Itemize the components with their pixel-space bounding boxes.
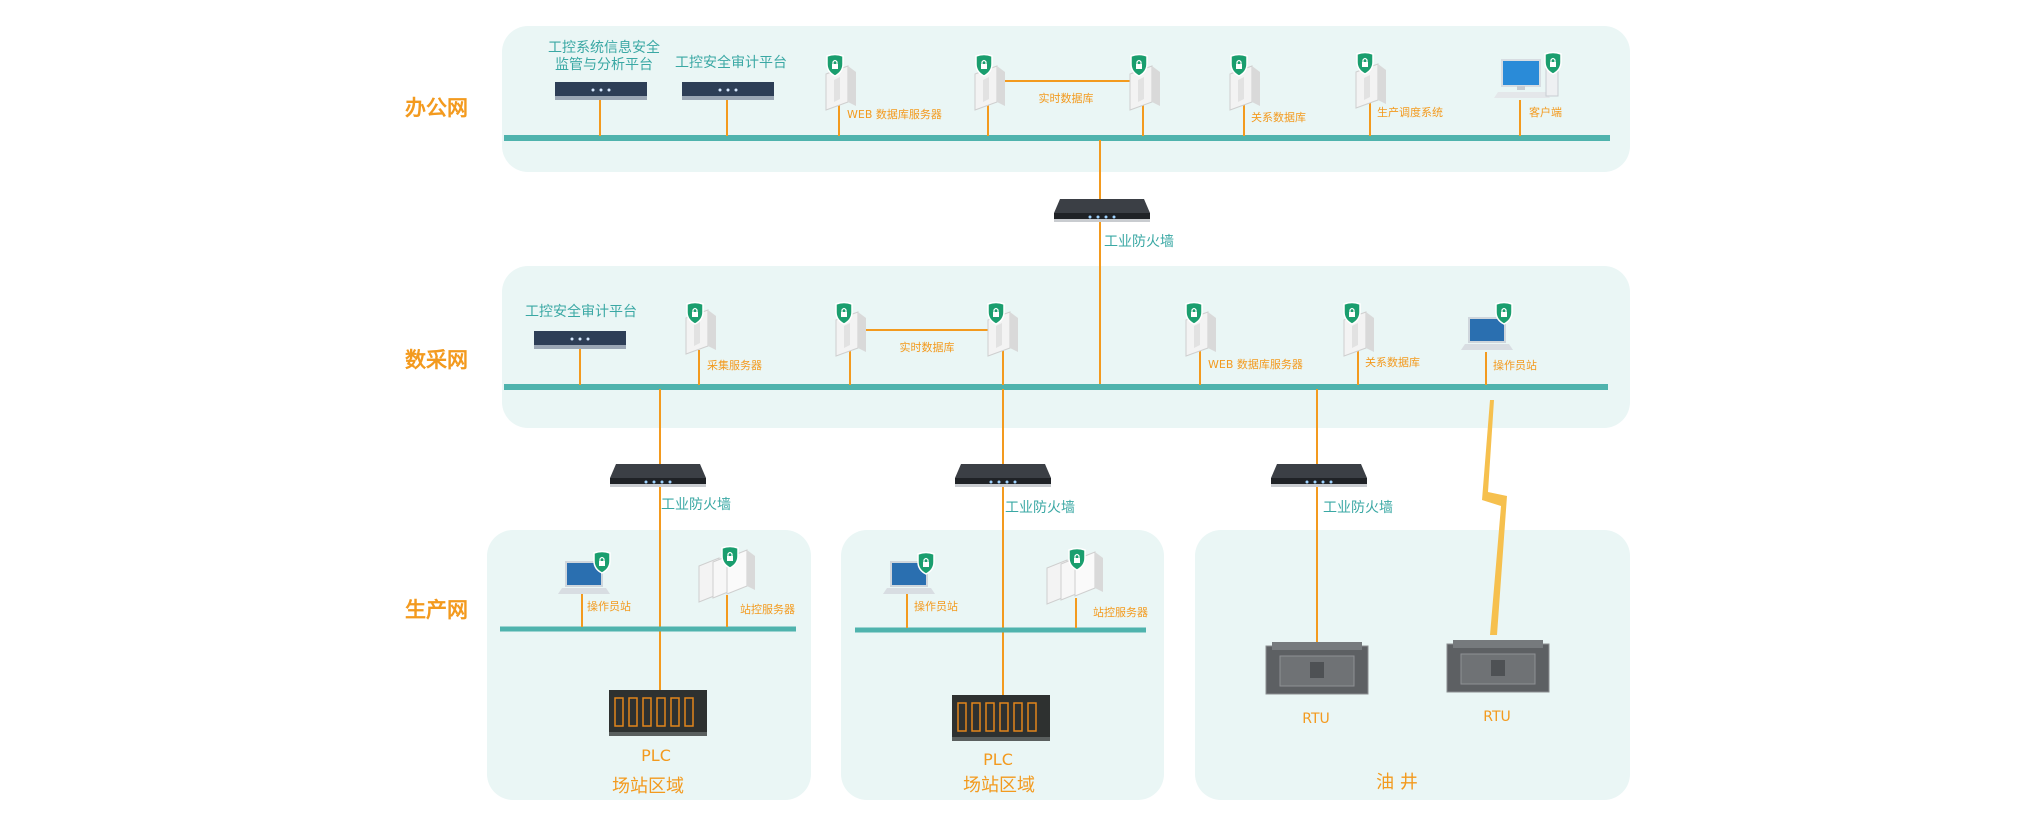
data-operator-station-label: 操作员站 bbox=[1493, 359, 1537, 372]
ics-monitor-platform-label: 工控系统信息安全 监管与分析平台 bbox=[548, 40, 660, 73]
firewall-device-1 bbox=[610, 464, 706, 487]
ics-monitor-platform-device bbox=[555, 82, 647, 100]
data-relational-db-label: 关系数据库 bbox=[1365, 356, 1420, 369]
office-web-db-server-label: WEB 数据库服务器 bbox=[847, 108, 942, 121]
station-1-plc-icon bbox=[608, 689, 708, 737]
firewall-device-top bbox=[1054, 199, 1150, 222]
data-net-label: 数采网 bbox=[405, 348, 468, 372]
data-web-db-server-label: WEB 数据库服务器 bbox=[1208, 358, 1303, 371]
office-net-label: 办公网 bbox=[405, 96, 468, 120]
data-audit-platform-device bbox=[534, 331, 626, 349]
station-2-plc-icon bbox=[951, 694, 1051, 742]
station-2-plc-label: PLC bbox=[983, 750, 1013, 769]
firewall-1-label: 工业防火墙 bbox=[661, 497, 731, 513]
firewall-3-label: 工业防火墙 bbox=[1323, 500, 1393, 516]
production-dispatch-label: 生产调度系统 bbox=[1377, 106, 1443, 119]
firewall-device-3 bbox=[1271, 464, 1367, 487]
office-relational-db-label: 关系数据库 bbox=[1251, 111, 1306, 124]
station-2-area-label: 场站区域 bbox=[963, 775, 1035, 796]
audit-platform-device bbox=[682, 82, 774, 100]
rtu-1-icon bbox=[1265, 641, 1369, 695]
firewall-top-label: 工业防火墙 bbox=[1104, 234, 1174, 250]
station-2-operator-label: 操作员站 bbox=[914, 600, 958, 613]
station-1-area-label: 场站区域 bbox=[612, 776, 684, 797]
data-realtime-db-label: 实时数据库 bbox=[899, 341, 955, 354]
office-realtime-db-label: 实时数据库 bbox=[1038, 92, 1094, 105]
station-2-server-label: 站控服务器 bbox=[1093, 606, 1148, 619]
station-1-server-label: 站控服务器 bbox=[740, 603, 795, 616]
rtu-2-label: RTU bbox=[1483, 709, 1511, 725]
client-label: 客户端 bbox=[1529, 106, 1562, 119]
station-1-plc-label: PLC bbox=[641, 746, 671, 765]
collection-server-label: 采集服务器 bbox=[707, 359, 762, 372]
data-audit-platform-label: 工控安全审计平台 bbox=[525, 304, 637, 320]
station-area-1-zone bbox=[487, 530, 811, 800]
oil-well-area-label: 油 井 bbox=[1376, 772, 1418, 793]
office-audit-platform-label: 工控安全审计平台 bbox=[675, 55, 787, 71]
rtu-1-label: RTU bbox=[1302, 711, 1330, 727]
station-1-operator-label: 操作员站 bbox=[587, 600, 631, 613]
wireless-link-icon bbox=[1482, 400, 1507, 635]
firewall-device-2 bbox=[955, 464, 1051, 487]
rtu-2-icon bbox=[1446, 639, 1550, 693]
firewall-2-label: 工业防火墙 bbox=[1005, 500, 1075, 516]
production-net-label: 生产网 bbox=[405, 598, 468, 622]
